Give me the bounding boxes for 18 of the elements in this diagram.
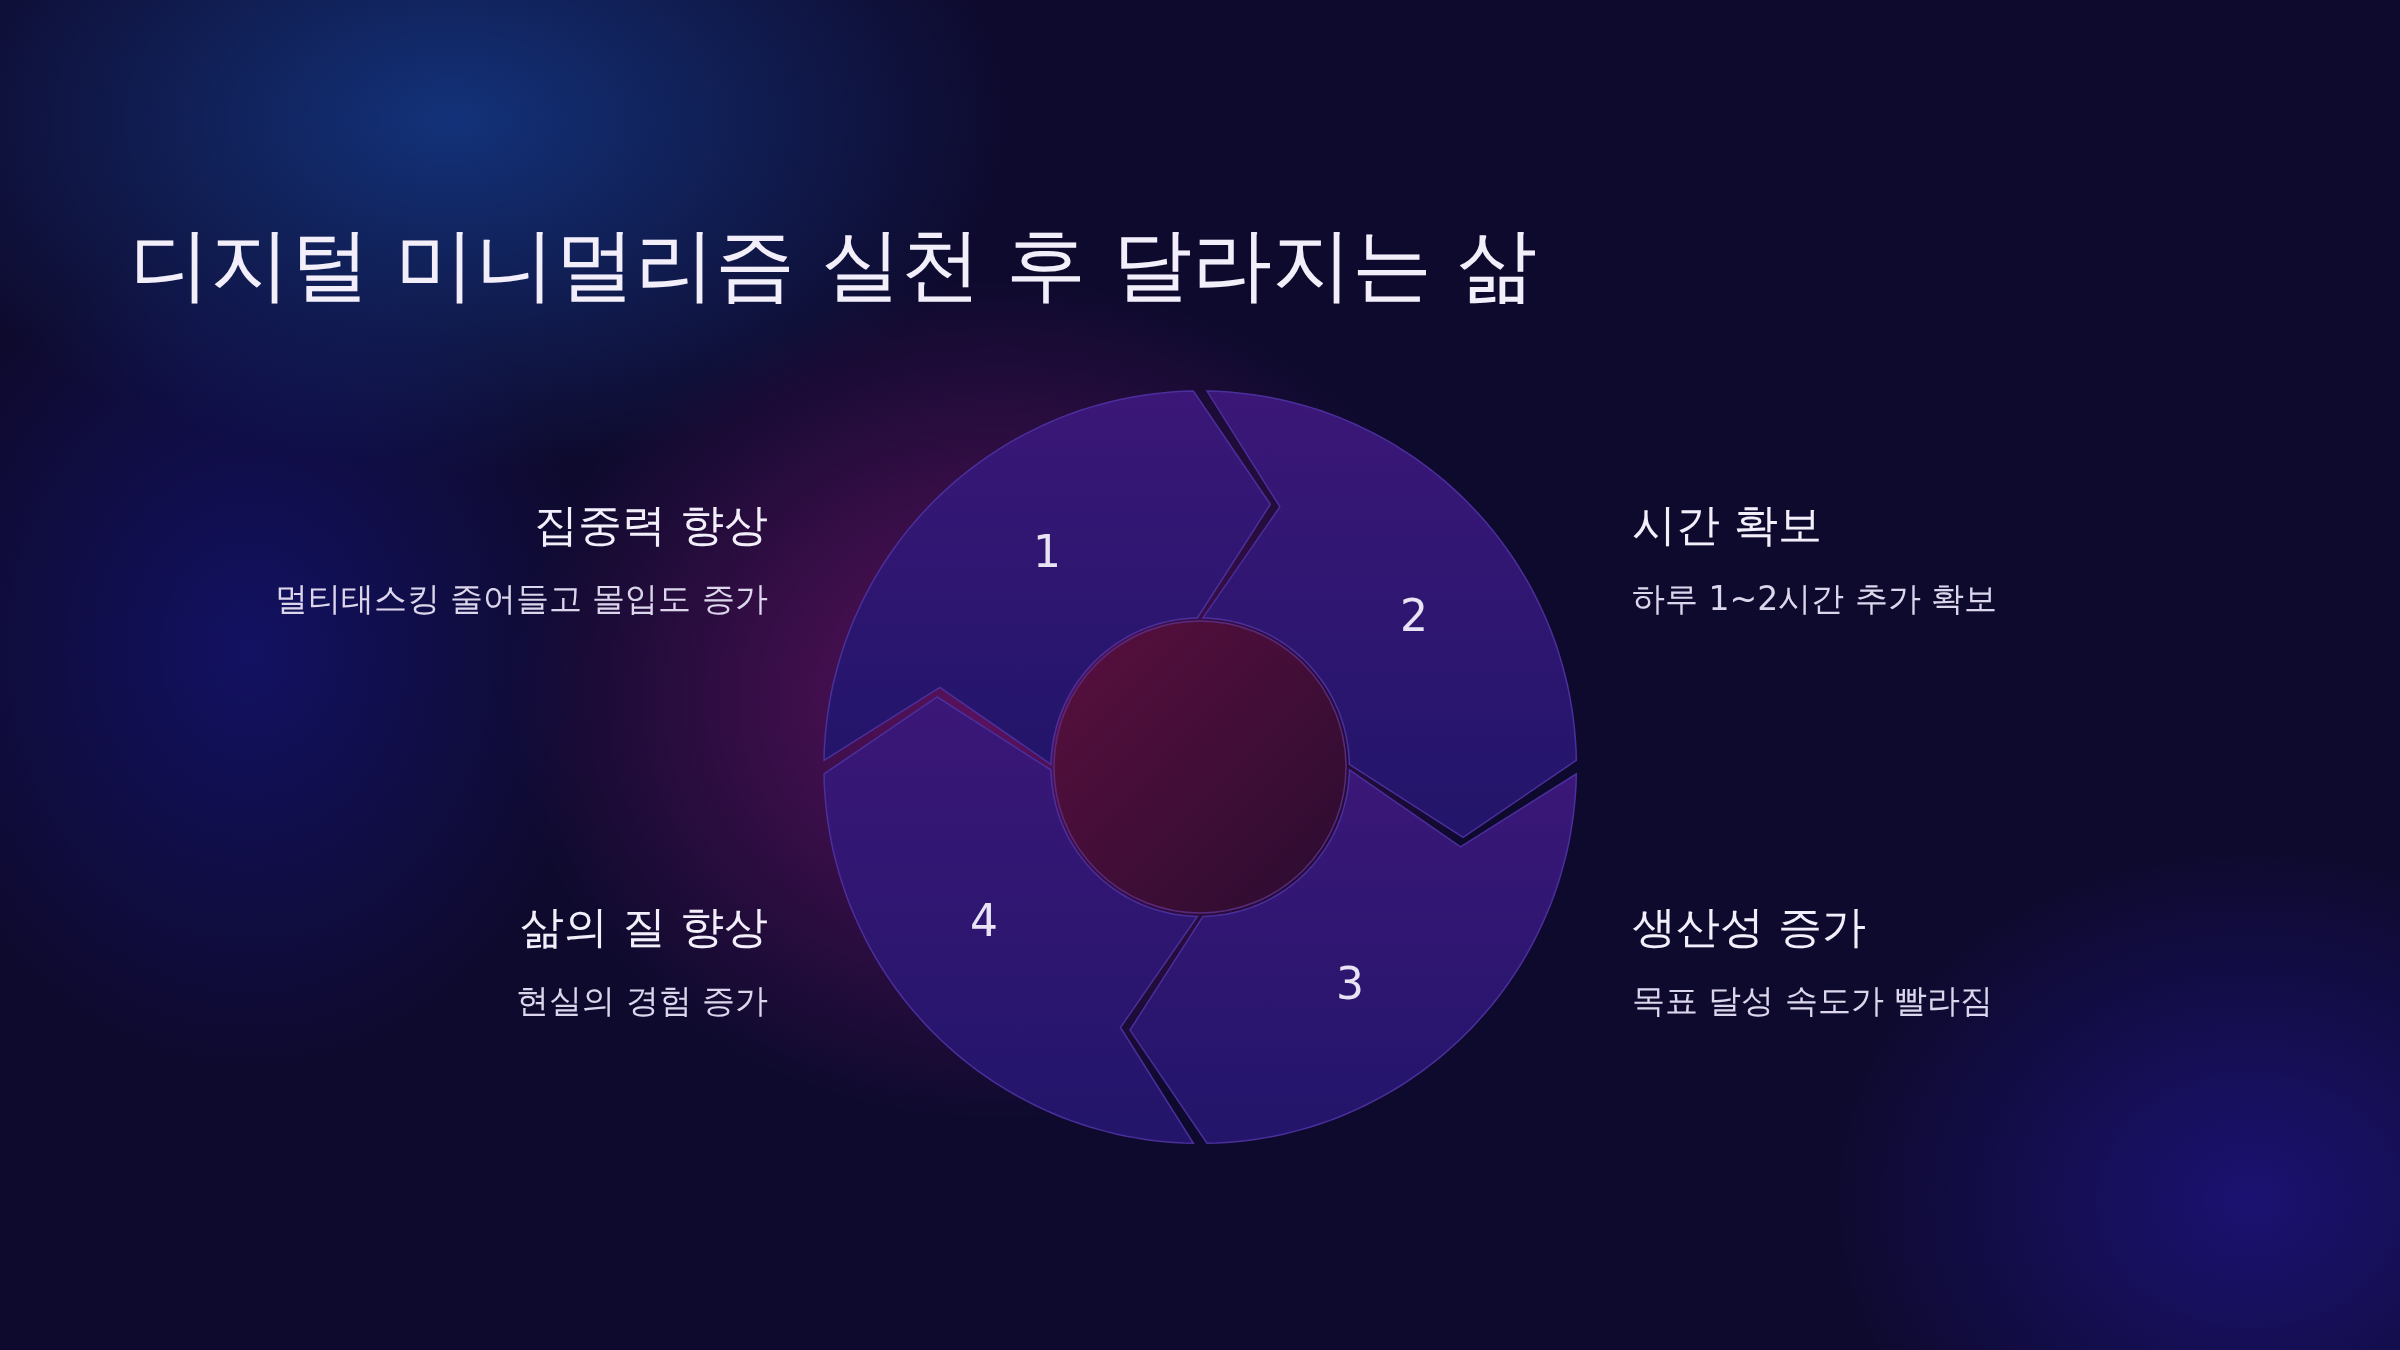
item-description: 멀티태스킹 줄어들고 몰입도 증가 (274, 577, 768, 620)
item-description: 목표 달성 속도가 빨라짐 (1632, 979, 1994, 1022)
arrow-segment (1129, 769, 1576, 1143)
title: 디지털 미니멀리즘 실천 후 달라지는 삶 (130, 217, 1538, 313)
step-number: 2 (1400, 589, 1428, 641)
step-number: 1 (1033, 525, 1061, 577)
item-description: 하루 1~2시간 추가 확보 (1632, 577, 1998, 620)
arrow-segment (824, 696, 1198, 1143)
step-number: 3 (1336, 957, 1364, 1009)
arrow-segment (824, 391, 1271, 765)
item-heading: 시간 확보 (1632, 497, 1822, 552)
step-number: 4 (970, 894, 998, 946)
center-circle (1053, 620, 1347, 914)
item-heading: 생산성 증가 (1632, 899, 1866, 954)
item-heading: 삶의 질 향상 (520, 899, 768, 954)
arrow-segment (1202, 391, 1576, 838)
item-description: 현실의 경험 증가 (516, 979, 768, 1022)
item-heading: 집중력 향상 (534, 497, 768, 552)
